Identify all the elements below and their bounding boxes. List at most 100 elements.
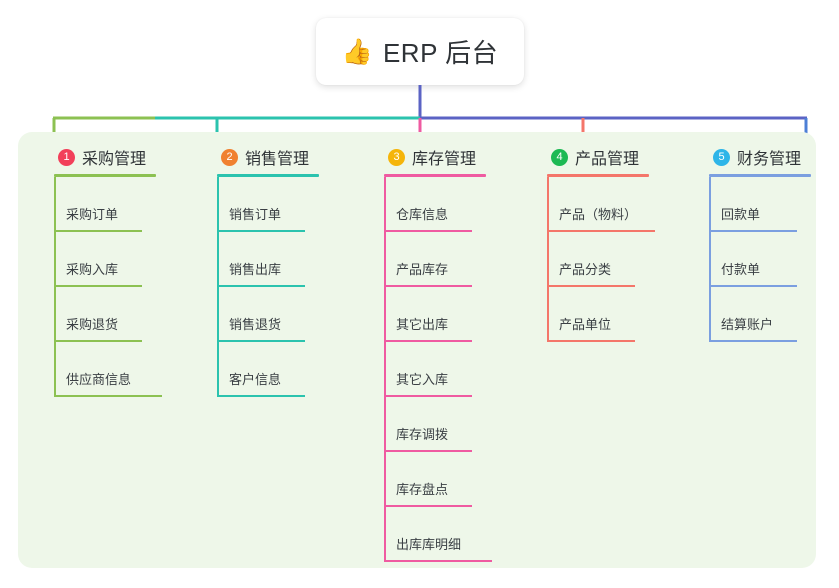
leaf-underline xyxy=(217,230,305,232)
leaf-item[interactable]: 客户信息 xyxy=(217,342,345,397)
leaf-label: 回款单 xyxy=(721,207,761,222)
leaf-label: 产品单位 xyxy=(559,317,612,332)
column-badge-2: 2 xyxy=(221,148,238,166)
leaf-underline xyxy=(217,340,305,342)
column-header-3[interactable]: 3 库存管理 xyxy=(362,145,512,169)
leaf-item[interactable]: 产品（物料） xyxy=(547,177,675,232)
column-title-3: 库存管理 xyxy=(412,151,477,168)
leaf-label: 产品库存 xyxy=(396,262,449,277)
leaf-underline xyxy=(54,230,142,232)
leaf-list-5: 回款单付款单结算账户 xyxy=(687,177,837,342)
leaf-label: 出库库明细 xyxy=(396,537,462,552)
leaf-item[interactable]: 产品分类 xyxy=(547,232,675,287)
leaf-item[interactable]: 回款单 xyxy=(709,177,837,232)
leaf-underline xyxy=(217,395,305,397)
column-badge-1: 1 xyxy=(58,148,75,166)
leaf-item[interactable]: 库存盘点 xyxy=(384,452,512,507)
column-header-1[interactable]: 1 采购管理 xyxy=(32,145,182,169)
leaf-item[interactable]: 供应商信息 xyxy=(54,342,182,397)
leaf-underline xyxy=(547,230,655,232)
column-2: 2 销售管理销售订单销售出库销售退货客户信息 xyxy=(195,145,345,397)
leaf-list-4: 产品（物料） 产品分类产品单位 xyxy=(525,177,675,342)
leaf-spine-3 xyxy=(384,177,386,562)
leaf-underline xyxy=(547,340,635,342)
column-5: 5 财务管理回款单付款单结算账户 xyxy=(687,145,837,342)
leaf-spine-1 xyxy=(54,177,56,397)
leaf-item[interactable]: 付款单 xyxy=(709,232,837,287)
column-badge-4: 4 xyxy=(551,148,568,166)
column-3: 3 库存管理仓库信息产品库存其它出库其它入库库存调拨库存盘点出库库明细 xyxy=(362,145,512,562)
leaf-underline xyxy=(709,285,797,287)
leaf-label: 结算账户 xyxy=(721,317,774,332)
column-title-4: 产品管理 xyxy=(575,151,640,168)
leaf-label: 采购退货 xyxy=(66,317,119,332)
leaf-underline xyxy=(384,395,472,397)
leaf-item[interactable]: 销售出库 xyxy=(217,232,345,287)
leaf-underline xyxy=(384,560,492,562)
branch-panel xyxy=(18,132,816,568)
column-badge-3: 3 xyxy=(388,148,405,166)
thumbs-up-icon: 👍 xyxy=(341,37,373,66)
leaf-spine-5 xyxy=(709,177,711,342)
leaf-underline xyxy=(709,340,797,342)
leaf-list-1: 采购订单采购入库采购退货供应商信息 xyxy=(32,177,182,397)
leaf-label: 产品分类 xyxy=(559,262,612,277)
leaf-label: 供应商信息 xyxy=(66,372,132,387)
leaf-label: 仓库信息 xyxy=(396,207,449,222)
column-title-2: 销售管理 xyxy=(245,151,310,168)
leaf-label: 库存盘点 xyxy=(396,482,449,497)
leaf-list-3: 仓库信息产品库存其它出库其它入库库存调拨库存盘点出库库明细 xyxy=(362,177,512,562)
leaf-item[interactable]: 产品单位 xyxy=(547,287,675,342)
leaf-label: 产品（物料） xyxy=(559,207,638,222)
column-underline-5 xyxy=(709,174,811,177)
leaf-label: 其它入库 xyxy=(396,372,449,387)
column-header-5[interactable]: 5 财务管理 xyxy=(687,145,837,169)
leaf-item[interactable]: 产品库存 xyxy=(384,232,512,287)
leaf-label: 采购订单 xyxy=(66,207,119,222)
leaf-label: 付款单 xyxy=(721,262,761,277)
leaf-underline xyxy=(217,285,305,287)
leaf-item[interactable]: 其它入库 xyxy=(384,342,512,397)
column-1: 1 采购管理采购订单采购入库采购退货供应商信息 xyxy=(32,145,182,397)
root-title: ERP 后台 xyxy=(382,38,499,68)
column-title-5: 财务管理 xyxy=(737,151,802,168)
column-underline-4 xyxy=(547,174,649,177)
leaf-underline xyxy=(54,285,142,287)
leaf-item[interactable]: 库存调拨 xyxy=(384,397,512,452)
column-4: 4 产品管理产品（物料） 产品分类产品单位 xyxy=(525,145,675,342)
leaf-item[interactable]: 销售订单 xyxy=(217,177,345,232)
column-badge-5: 5 xyxy=(713,148,730,166)
leaf-label: 销售订单 xyxy=(229,207,282,222)
column-title-1: 采购管理 xyxy=(82,151,147,168)
column-underline-1 xyxy=(54,174,156,177)
leaf-label: 其它出库 xyxy=(396,317,449,332)
leaf-underline xyxy=(384,230,472,232)
leaf-item[interactable]: 采购订单 xyxy=(54,177,182,232)
leaf-item[interactable]: 其它出库 xyxy=(384,287,512,342)
root-node[interactable]: 👍 ERP 后台 xyxy=(316,18,524,85)
leaf-underline xyxy=(384,505,472,507)
column-header-4[interactable]: 4 产品管理 xyxy=(525,145,675,169)
leaf-item[interactable]: 结算账户 xyxy=(709,287,837,342)
column-underline-3 xyxy=(384,174,486,177)
leaf-label: 销售出库 xyxy=(229,262,282,277)
leaf-item[interactable]: 采购退货 xyxy=(54,287,182,342)
leaf-underline xyxy=(547,285,635,287)
leaf-spine-4 xyxy=(547,177,549,342)
column-underline-2 xyxy=(217,174,319,177)
leaf-item[interactable]: 采购入库 xyxy=(54,232,182,287)
leaf-list-2: 销售订单销售出库销售退货客户信息 xyxy=(195,177,345,397)
leaf-label: 采购入库 xyxy=(66,262,119,277)
leaf-spine-2 xyxy=(217,177,219,397)
leaf-underline xyxy=(54,340,142,342)
leaf-item[interactable]: 销售退货 xyxy=(217,287,345,342)
leaf-underline xyxy=(384,450,472,452)
leaf-label: 库存调拨 xyxy=(396,427,449,442)
leaf-label: 销售退货 xyxy=(229,317,282,332)
column-header-2[interactable]: 2 销售管理 xyxy=(195,145,345,169)
leaf-underline xyxy=(54,395,162,397)
leaf-underline xyxy=(384,285,472,287)
leaf-item[interactable]: 出库库明细 xyxy=(384,507,512,562)
leaf-item[interactable]: 仓库信息 xyxy=(384,177,512,232)
